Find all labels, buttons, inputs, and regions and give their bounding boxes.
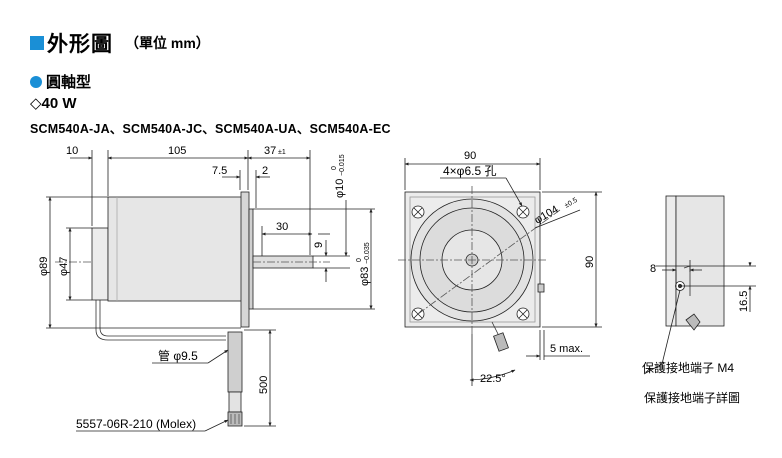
cable-tube bbox=[227, 331, 243, 393]
dim-2: 2 bbox=[262, 165, 268, 177]
rear-cap bbox=[91, 227, 109, 301]
dia-89: φ89 bbox=[38, 257, 50, 276]
front-view: 90 4×φ6.5 孔 φ104 ±0.5 90 5 max. 22.5° bbox=[398, 150, 602, 386]
terminal-label: 保護接地端子 M4 bbox=[642, 360, 734, 375]
dia-47: φ47 bbox=[58, 257, 70, 276]
power-rating: ◇40 W bbox=[30, 95, 77, 112]
dim-105: 105 bbox=[168, 145, 186, 157]
holes-label: 4×φ6.5 孔 bbox=[443, 164, 496, 178]
page-header: 外形圖 （單位 mm） bbox=[30, 28, 210, 58]
tol-104: ±0.5 bbox=[564, 197, 579, 210]
dim-16-5: 16.5 bbox=[738, 291, 750, 312]
page-title: 外形圖 bbox=[47, 33, 113, 56]
dim-30: 30 bbox=[276, 221, 288, 233]
tol-10-upper: 0 bbox=[331, 166, 338, 170]
tol-37: ±1 bbox=[278, 149, 286, 156]
tol-83-upper: 0 bbox=[356, 258, 363, 262]
dia-83: φ83 bbox=[359, 267, 371, 286]
connector-label: 5557-06R-210 (Molex) bbox=[76, 417, 196, 431]
model-list: SCM540A-JA、SCM540A-JC、SCM540A-UA、SCM540A… bbox=[30, 122, 391, 136]
dim-90-top: 90 bbox=[464, 150, 476, 162]
side-view: 10 105 37 ±1 7.5 2 30 9 φ10 0 −0.015 φ83… bbox=[38, 145, 375, 432]
dim-90-right: 90 bbox=[584, 256, 596, 268]
dim-7-5: 7.5 bbox=[212, 165, 227, 177]
tol-83-lower: −0.035 bbox=[364, 242, 371, 264]
detail-caption: 保護接地端子詳圖 bbox=[644, 390, 740, 405]
dia-10: φ10 bbox=[334, 179, 346, 198]
section-title: 圓軸型 bbox=[46, 74, 92, 91]
ground-detail: 8 16.5 保護接地端子 M4 保護接地端子詳圖 bbox=[642, 195, 756, 405]
flange bbox=[240, 191, 250, 328]
dim-10: 10 bbox=[66, 145, 78, 157]
tol-10-lower: −0.015 bbox=[339, 154, 346, 176]
detail-body bbox=[675, 195, 725, 327]
section-header: 圓軸型 bbox=[30, 71, 91, 92]
dim-37: 37 bbox=[264, 145, 276, 157]
dim-8: 8 bbox=[650, 263, 656, 275]
dim-500: 500 bbox=[258, 376, 270, 394]
tube-label: 管 φ9.5 bbox=[158, 348, 198, 363]
dim-5max: 5 max. bbox=[550, 343, 583, 355]
blue-dot-icon bbox=[30, 75, 42, 88]
unit-note: （單位 mm） bbox=[125, 35, 210, 51]
motor-body bbox=[107, 196, 249, 302]
blue-square-icon bbox=[30, 36, 44, 50]
angle-22-5: 22.5° bbox=[480, 373, 506, 385]
dim-9: 9 bbox=[313, 242, 325, 248]
